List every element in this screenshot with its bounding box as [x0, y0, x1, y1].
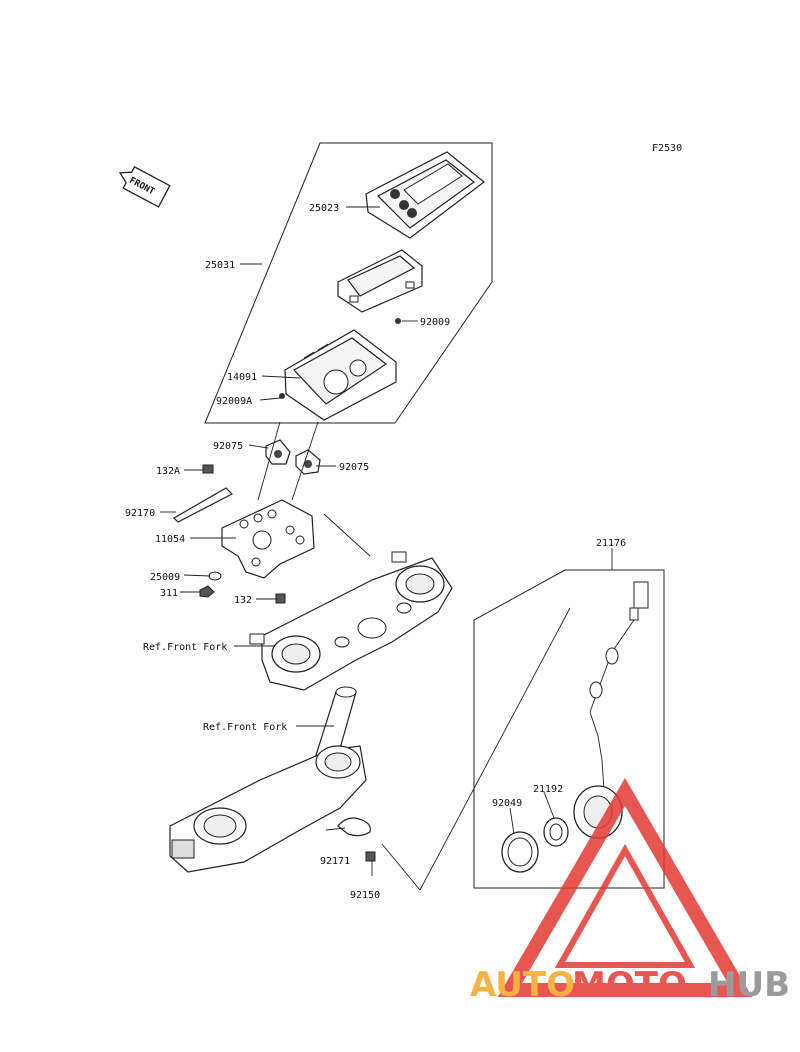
- screw-92009a: [279, 393, 285, 399]
- clamp-92171: [337, 817, 371, 837]
- part-number-25009: 25009: [150, 572, 180, 583]
- screw-92009: [395, 318, 401, 324]
- part-number-92171: 92171: [320, 856, 350, 867]
- part-number-92075-right: 92075: [339, 462, 369, 473]
- grommet-left: [265, 439, 291, 465]
- sensor-cable: [589, 581, 649, 791]
- logo-text-auto: AUTO: [470, 965, 575, 1005]
- figure-code: F2530: [652, 143, 682, 154]
- ring-21192: [543, 817, 569, 847]
- meter-cover: [365, 151, 485, 239]
- automotohub-logo: AUTO MOTO HUB: [470, 778, 790, 1005]
- meter-unit: [337, 249, 423, 313]
- part-number-92009a: 92009A: [216, 396, 252, 407]
- upper-triple-clamp: [249, 551, 453, 691]
- nut-311: [199, 585, 215, 598]
- part-number-92170: 92170: [125, 508, 155, 519]
- meter-case: [284, 329, 397, 421]
- part-number-92150: 92150: [350, 890, 380, 901]
- bolt-92150: [365, 851, 376, 862]
- part-number-25031: 25031: [205, 260, 235, 271]
- meter-assembly-frame: [204, 142, 493, 424]
- part-number-11054: 11054: [155, 534, 185, 545]
- part-number-311: 311: [160, 588, 178, 599]
- logo-text-moto: MOTO: [572, 965, 687, 1005]
- ring-92049: [501, 831, 539, 873]
- part-number-21192: 21192: [533, 784, 563, 795]
- bolt-132: [275, 593, 286, 604]
- part-number-14091: 14091: [227, 372, 257, 383]
- lower-triple-clamp: [169, 745, 367, 873]
- part-number-21176: 21176: [596, 538, 626, 549]
- part-number-25023: 25023: [309, 203, 339, 214]
- leader-lines: [160, 206, 613, 891]
- washer-25009: [208, 571, 222, 581]
- front-arrow-icon: FRONT: [118, 166, 171, 208]
- ref-front-fork-lower: Ref.Front Fork: [203, 722, 287, 733]
- part-number-92049: 92049: [492, 798, 522, 809]
- logo-text-hub: HUB: [708, 965, 790, 1005]
- part-number-132: 132: [234, 595, 252, 606]
- bolt-132a: [202, 464, 214, 474]
- part-number-132a: 132A: [156, 466, 180, 477]
- meter-bracket: [221, 499, 315, 579]
- grommet-right: [295, 449, 321, 475]
- band-92170: [173, 487, 234, 523]
- part-number-92075-left: 92075: [213, 441, 243, 452]
- part-number-92009: 92009: [420, 317, 450, 328]
- ref-front-fork-upper: Ref.Front Fork: [143, 642, 227, 653]
